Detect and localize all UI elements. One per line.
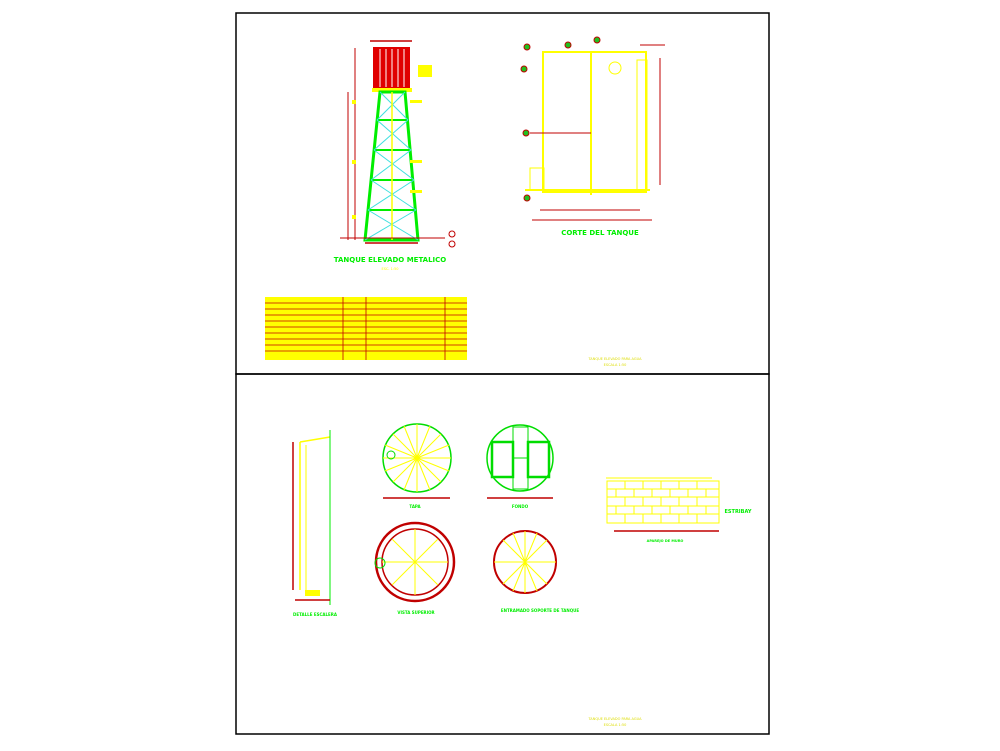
materials-table xyxy=(265,297,467,360)
wall-title: APAREJO DE MURO xyxy=(647,539,684,543)
tower-scale: ESC. 1:50 xyxy=(382,267,399,271)
bottom-title-block-line2: ESCALA 1:50 xyxy=(604,723,627,727)
bottom-plan xyxy=(486,424,554,499)
bottom-sheet-frame xyxy=(235,373,770,735)
wall-side-label: ESTRIBAY xyxy=(725,509,752,515)
ladder-title: DETALLE ESCALERA xyxy=(293,612,338,617)
top-view-plan xyxy=(374,521,456,603)
brick-wall-detail xyxy=(606,477,720,532)
support-frame-plan xyxy=(493,530,557,594)
tower-title: TANQUE ELEVADO METALICO xyxy=(334,256,447,264)
ladder-detail xyxy=(292,430,331,605)
section-title: CORTE DEL TANQUE xyxy=(561,229,639,237)
lid-title: TAPA xyxy=(409,504,421,509)
elevated-tank-tower xyxy=(340,40,456,248)
top-view-title: VISTA SUPERIOR xyxy=(397,610,434,615)
top-title-block-line2: ESCALA 1:50 xyxy=(604,363,627,367)
bottom-title-block-line1: TANQUE ELEVADO PARA AGUA xyxy=(587,717,642,721)
support-title: ENTRAMADO SOPORTE DE TANQUE xyxy=(501,608,579,613)
top-title-block-line1: TANQUE ELEVADO PARA AGUA xyxy=(587,357,642,361)
lid-plan xyxy=(382,423,452,499)
tank-section xyxy=(520,36,665,221)
bottom-title: FONDO xyxy=(512,504,529,509)
